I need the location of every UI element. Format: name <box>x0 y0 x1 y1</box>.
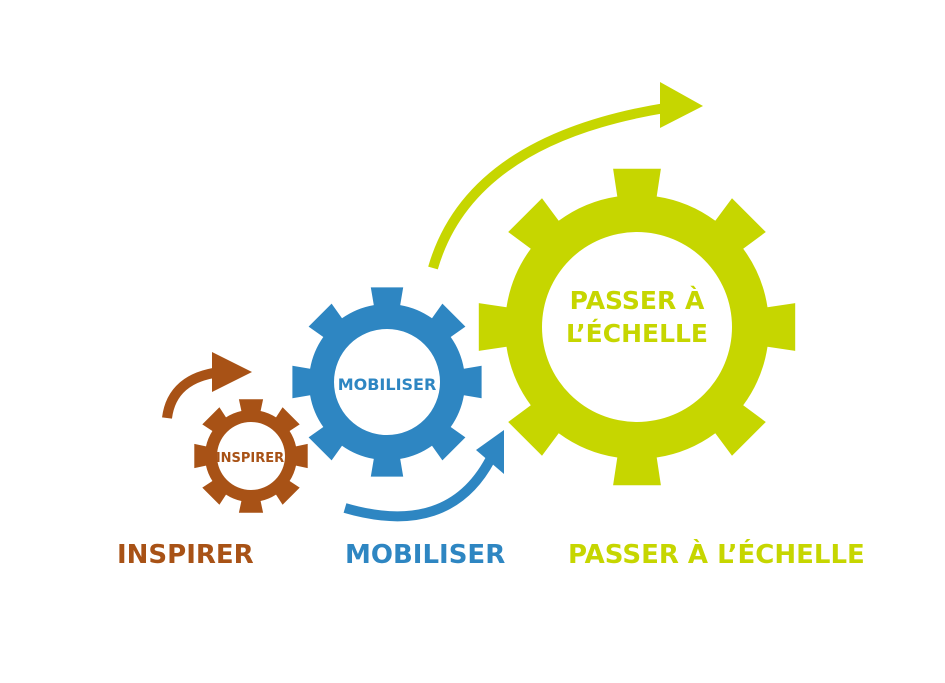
arrow-passer <box>428 82 703 270</box>
caption-passer: PASSER À L’ÉCHELLE <box>568 538 865 570</box>
gear-passer-label-line1: PASSER À <box>570 286 705 315</box>
arrow-inspirer-shaft <box>162 367 221 419</box>
gear-passer <box>478 168 796 486</box>
arrow-mobiliser <box>343 430 504 522</box>
arrow-inspirer-head <box>212 352 252 392</box>
arrow-passer-head <box>660 82 703 128</box>
gear-inspirer <box>194 399 308 513</box>
gear-inspirer-label: INSPIRER <box>216 451 284 466</box>
gear-passer-label-line2: L’ÉCHELLE <box>566 319 708 348</box>
caption-mobiliser: MOBILISER <box>345 540 505 570</box>
arrow-mobiliser-head <box>476 430 504 474</box>
gear-mobiliser-label: MOBILISER <box>338 375 437 394</box>
caption-inspirer: INSPIRER <box>117 540 254 570</box>
gear-mobiliser <box>292 287 482 477</box>
arrow-inspirer <box>162 352 252 419</box>
arrow-passer-shaft <box>428 103 666 270</box>
arrow-mobiliser-shaft <box>343 457 495 522</box>
